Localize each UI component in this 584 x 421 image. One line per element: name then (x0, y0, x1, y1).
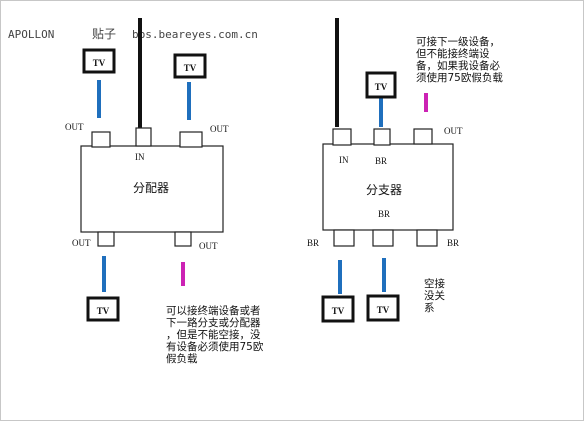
tv-label: TV (377, 305, 390, 315)
tv-box (365, 71, 397, 99)
tv-label: TV (184, 63, 197, 73)
splitter-port-bottom-right (174, 231, 192, 247)
splitter-label-out-top-left: OUT (65, 122, 84, 132)
tap-port-br-right (416, 229, 438, 247)
tap-port-in (332, 128, 352, 146)
tap-port-br-left (333, 229, 355, 247)
splitter-note-line: 有设备必须使用75欧 (166, 340, 264, 353)
tv-label: TV (93, 58, 106, 68)
tv-box (366, 294, 400, 322)
tap-label-br-top: BR (375, 156, 387, 166)
splitter-port-in (135, 127, 152, 147)
tap-label-out: OUT (444, 126, 463, 136)
empty-note: 空接 没关 系 (424, 277, 445, 314)
tap-note: 可接下一级设备， 但不能接终端设 备，如果我设备必 须使用75欧假负载 (416, 35, 503, 84)
splitter-note-line: 下一路分支或分配器 (166, 316, 261, 329)
tap-label-br-right: BR (447, 238, 459, 248)
watermark-brand: APOLLON (8, 28, 54, 41)
tv-tap-top: TV (365, 71, 397, 99)
watermark-site: bbs.beareyes.com.cn (132, 28, 258, 41)
splitter-label-in: IN (135, 152, 145, 162)
empty-note-line: 空接 (424, 277, 445, 290)
splitter-note-line: ，但是不能空接，没 (166, 328, 261, 341)
tv-box (321, 295, 355, 323)
tap-port-br-middle (372, 229, 394, 247)
splitter-port-top-left (91, 131, 111, 148)
tv-tap-bottom-left: TV (321, 295, 355, 323)
tv-tap-bottom-middle: TV (366, 294, 400, 322)
tap-label-br-middle: BR (378, 209, 390, 219)
splitter-box (80, 145, 224, 233)
tap-label-in: IN (339, 155, 349, 165)
splitter-note-line: 可以接终端设备或者 (166, 304, 261, 317)
splitter-port-top-right (179, 131, 203, 148)
empty-note-line: 没关 (424, 289, 445, 302)
splitter-note: 可以接终端设备或者 下一路分支或分配器 ，但是不能空接，没 有设备必须使用75欧… (166, 304, 264, 365)
tap-title: 分支器 (366, 183, 402, 197)
splitter-port-bottom-left (97, 231, 115, 247)
tap-note-line: 可接下一级设备， (416, 35, 500, 48)
splitter-label-out-bottom-right: OUT (199, 241, 218, 251)
tv-top-right: TV (173, 53, 207, 79)
tap-note-line: 备，如果我设备必 (416, 59, 500, 72)
tv-label: TV (97, 306, 110, 316)
tap-port-br-top (373, 128, 391, 146)
tap-note-line: 但不能接终端设 (416, 47, 490, 60)
watermark-label: 贴子 (92, 27, 116, 41)
tv-box (86, 296, 120, 322)
tv-bottom-left: TV (86, 296, 120, 322)
tv-box (173, 53, 207, 79)
tv-label: TV (375, 82, 388, 92)
tap-diagram: IN BR OUT BR BR BR 分支器 (307, 18, 463, 294)
splitter-note-line: 假负载 (166, 352, 198, 365)
tv-label: TV (332, 306, 345, 316)
tv-box (82, 48, 116, 74)
tap-label-br-left: BR (307, 238, 319, 248)
splitter-title: 分配器 (133, 181, 169, 195)
splitter-label-out-top-right: OUT (210, 124, 229, 134)
tap-port-out (413, 128, 433, 145)
tv-top-left: TV (82, 48, 116, 74)
empty-note-line: 系 (424, 302, 435, 314)
watermark: APOLLON 贴子 bbs.beareyes.com.cn (8, 27, 258, 41)
tap-note-line: 须使用75欧假负载 (416, 71, 503, 84)
splitter-label-out-bottom-left: OUT (72, 238, 91, 248)
splitter-diagram: OUT IN OUT OUT OUT 分配器 (65, 18, 229, 292)
